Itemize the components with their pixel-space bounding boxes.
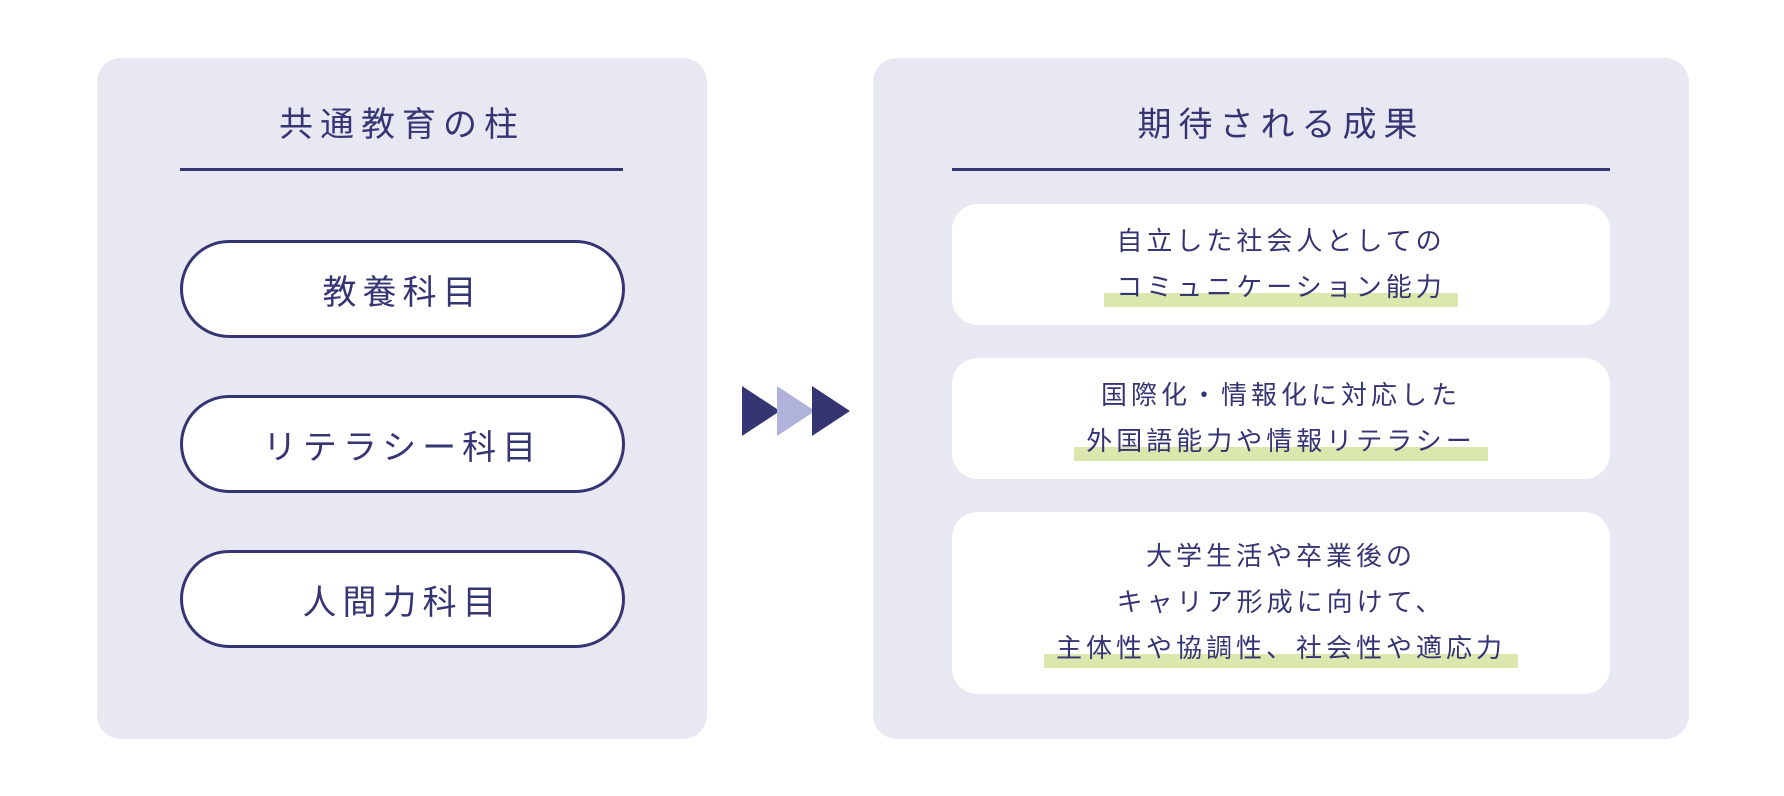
arrow-1-icon <box>742 386 780 436</box>
card-line-highlighted: 主体性や協調性、社会性や適応力 <box>1043 626 1519 672</box>
pill-label: リテラシー科目 <box>262 427 543 468</box>
expected-outcomes-panel: 期待される成果 自立した社会人としての コミュニケーション能力 国際化・情報化に… <box>873 58 1689 739</box>
triple-chevron-right-icon <box>742 386 850 436</box>
card-line-highlighted: コミュニケーション能力 <box>1104 265 1459 311</box>
outcome-card-career: 大学生活や卒業後の キャリア形成に向けて、 主体性や協調性、社会性や適応力 <box>952 512 1610 694</box>
arrow-2-icon <box>777 386 815 436</box>
card-line-highlighted: 外国語能力や情報リテラシー <box>1074 419 1489 465</box>
right-panel-title: 期待される成果 <box>1137 105 1425 145</box>
card-line: 国際化・情報化に対応した <box>1100 380 1461 411</box>
pill-label: 人間力科目 <box>302 582 503 623</box>
pill-literacy: リテラシー科目 <box>180 395 625 493</box>
outcome-card-communication: 自立した社会人としての コミュニケーション能力 <box>952 204 1610 325</box>
pill-liberal-arts: 教養科目 <box>180 240 625 338</box>
arrow-3-icon <box>812 386 850 436</box>
pill-label: 教養科目 <box>322 272 483 313</box>
card-line: キャリア形成に向けて、 <box>1116 588 1446 618</box>
pill-human-skills: 人間力科目 <box>180 550 625 648</box>
card-line: 大学生活や卒業後の <box>1145 542 1416 572</box>
card-line: 自立した社会人としての <box>1116 226 1446 257</box>
right-title-rule <box>952 168 1610 171</box>
outcome-card-language-it: 国際化・情報化に対応した 外国語能力や情報リテラシー <box>952 358 1610 479</box>
left-title-rule <box>180 168 623 171</box>
common-education-panel: 共通教育の柱 教養科目 リテラシー科目 人間力科目 <box>97 58 707 739</box>
left-panel-title: 共通教育の柱 <box>279 105 525 145</box>
